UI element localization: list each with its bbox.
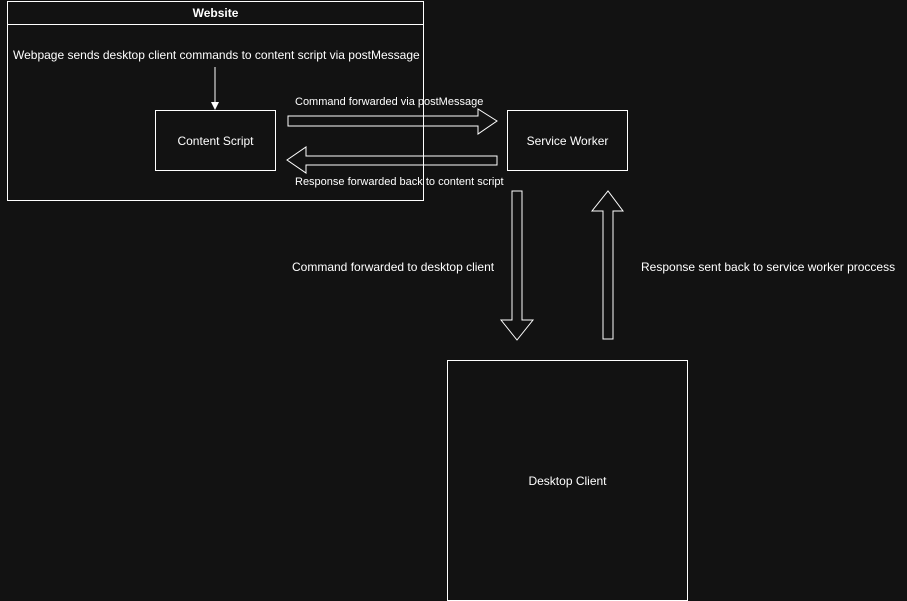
desktop-client-to-service-worker-arrow xyxy=(590,190,624,340)
content-script-label: Content Script xyxy=(177,133,254,148)
website-description: Webpage sends desktop client commands to… xyxy=(13,48,420,62)
website-container: Website xyxy=(7,1,424,201)
edge-label-command-forwarded-desktop-client: Command forwarded to desktop client xyxy=(292,260,495,274)
desktop-client-node[interactable]: Desktop Client xyxy=(447,360,688,601)
website-title: Website xyxy=(8,2,423,25)
edge-label-response-sent-service-worker: Response sent back to service worker pro… xyxy=(641,260,896,274)
content-script-node[interactable]: Content Script xyxy=(155,110,276,171)
service-worker-node[interactable]: Service Worker xyxy=(507,110,628,171)
desktop-client-label: Desktop Client xyxy=(528,473,607,488)
service-worker-to-desktop-client-arrow xyxy=(499,190,535,341)
service-worker-label: Service Worker xyxy=(526,133,609,148)
edge-label-command-forwarded-postmessage: Command forwarded via postMessage xyxy=(295,96,484,108)
edge-label-response-forwarded-content-script: Response forwarded back to content scrip… xyxy=(295,176,504,188)
